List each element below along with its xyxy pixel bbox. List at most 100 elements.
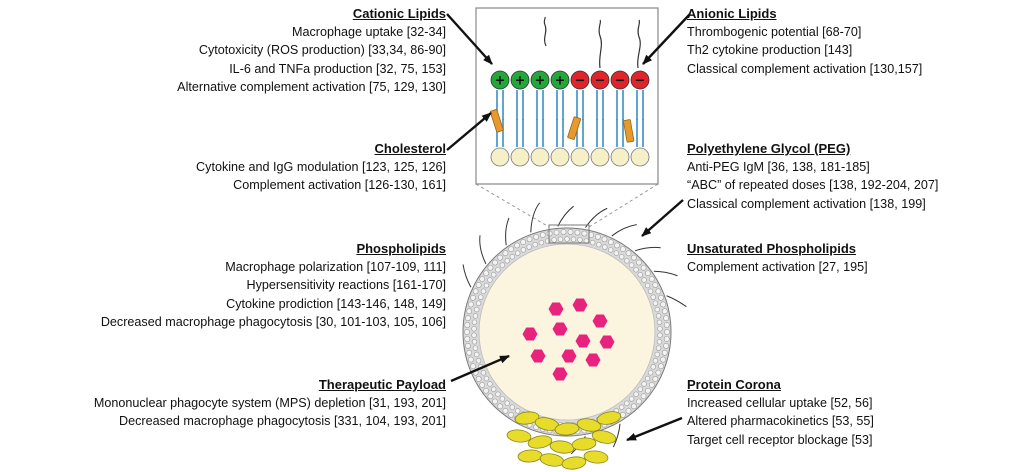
shell-bead: [526, 244, 532, 250]
shell-bead: [475, 300, 482, 306]
payload-hexagon: [522, 327, 538, 341]
lipid-tail: [596, 119, 604, 147]
lipid-tail: [516, 119, 524, 147]
shell-bead: [655, 369, 662, 376]
therapeutic-payload-line: Mononuclear phagocyte system (MPS) deple…: [93, 396, 446, 411]
minus-sign: −: [615, 74, 626, 89]
shell-bead: [464, 336, 471, 342]
shell-bead: [475, 376, 482, 382]
shell-bead: [652, 358, 659, 364]
shell-bead: [492, 398, 498, 405]
cationic-lipids-title: Cationic Lipids: [352, 6, 446, 21]
shell-bead: [631, 254, 637, 261]
shell-bead: [658, 363, 664, 370]
payload-hexagon: [552, 367, 568, 381]
shell-bead: [654, 306, 660, 313]
anionic-head: [590, 70, 610, 90]
shell-bead: [655, 313, 662, 319]
shell-bead: [499, 262, 506, 268]
shell-bead: [620, 246, 626, 252]
corona-arrow: [626, 416, 683, 442]
unsaturated-phospholipids-line: Complement activation [27, 195]: [687, 260, 868, 275]
inner-head: [590, 147, 610, 167]
shell-bead: [652, 376, 659, 382]
phospholipids-line: Hypersensitivity reactions [161-170]: [246, 278, 447, 293]
shell-bead: [497, 254, 503, 261]
corona-protein: [571, 437, 597, 451]
cholesterol-molecule: [567, 116, 582, 140]
lipid-tail: [556, 90, 564, 120]
cationic-arrow: [446, 13, 493, 65]
shell-bead: [613, 250, 619, 256]
shell-bead: [660, 301, 667, 308]
shell-bead: [472, 345, 479, 351]
cationic-lipids-line: Macrophage uptake [32-34]: [291, 25, 446, 40]
shell-bead: [526, 236, 533, 243]
shell-bead: [614, 242, 620, 249]
cationic-lipids-line: IL-6 and TNFa production [32, 75, 153]: [229, 61, 446, 76]
inner-head: [530, 147, 550, 167]
shell-bead: [471, 339, 478, 345]
shell-bead: [502, 250, 509, 257]
protein-corona-line: Increased cellular uptake [52, 56]: [687, 396, 873, 411]
shell-bead: [602, 244, 608, 250]
corona-protein: [583, 450, 609, 464]
shell-bead: [465, 315, 471, 321]
peg-line: Anti-PEG IgM [36, 138, 181-185]: [687, 160, 870, 175]
shell-bead: [625, 250, 632, 257]
cationic-lipids-block: Cationic Lipids Macrophage uptake [32-34…: [177, 5, 446, 96]
inner-head: [550, 147, 570, 167]
payload-hexagon: [572, 298, 588, 312]
shell-bead: [596, 241, 602, 248]
shell-bead: [636, 259, 642, 266]
shell-bead: [472, 288, 479, 295]
shell-bead: [466, 308, 473, 315]
shell-bead: [479, 276, 486, 282]
corona-protein: [549, 440, 575, 454]
cholesterol-line: Cytokine and IgG modulation [123, 125, 1…: [196, 160, 446, 175]
shell-bead: [491, 272, 497, 278]
anionic-lipids-line: Classical complement activation [130,157…: [687, 61, 923, 76]
shell-bead: [508, 412, 514, 418]
cholesterol-title: Cholesterol: [374, 141, 446, 156]
payload-hexagon: [575, 334, 591, 348]
shell-bead: [655, 345, 662, 351]
corona-protein: [591, 430, 617, 444]
shell-bead: [663, 322, 670, 328]
shell-bead: [478, 294, 484, 300]
shell-bead: [652, 300, 659, 306]
lipid-tail: [516, 90, 524, 120]
peg-chain: [666, 295, 687, 308]
shell-bead: [656, 339, 663, 345]
shell-bead: [514, 242, 520, 249]
shell-bead: [495, 267, 501, 273]
shell-bead: [464, 329, 470, 335]
shell-bead: [640, 264, 647, 271]
phospholipids-line: Macrophage polarization [107-109, 111]: [225, 260, 446, 275]
peg-chain: [637, 19, 641, 69]
shell-bead: [487, 381, 493, 387]
zoom-region-box: [548, 224, 590, 244]
shell-bead: [474, 306, 480, 313]
shell-bead: [533, 233, 539, 240]
shell-bead: [532, 241, 538, 248]
pointer-arrows: [446, 13, 691, 442]
shell-bead: [551, 237, 557, 243]
payload-hexagon: [530, 349, 546, 363]
phospholipids-title: Phospholipids: [356, 241, 446, 256]
unsaturated-phospholipids-block: Unsaturated Phospholipids Complement act…: [687, 240, 868, 276]
peg-line: “ABC” of repeated doses [138, 192-204, 2…: [687, 178, 939, 193]
lipid-tail: [576, 90, 584, 120]
cationic-head: [530, 70, 550, 90]
shell-bead: [631, 403, 637, 410]
shell-bead: [645, 270, 651, 277]
shell-bead: [633, 267, 639, 273]
payload-arrow: [450, 354, 510, 383]
cholesterol-molecule: [489, 109, 504, 133]
lipid-tail: [556, 119, 564, 147]
shell-bead: [553, 229, 560, 236]
minus-sign: −: [595, 74, 606, 89]
shell-bead: [663, 336, 670, 342]
shell-bead: [509, 404, 516, 410]
